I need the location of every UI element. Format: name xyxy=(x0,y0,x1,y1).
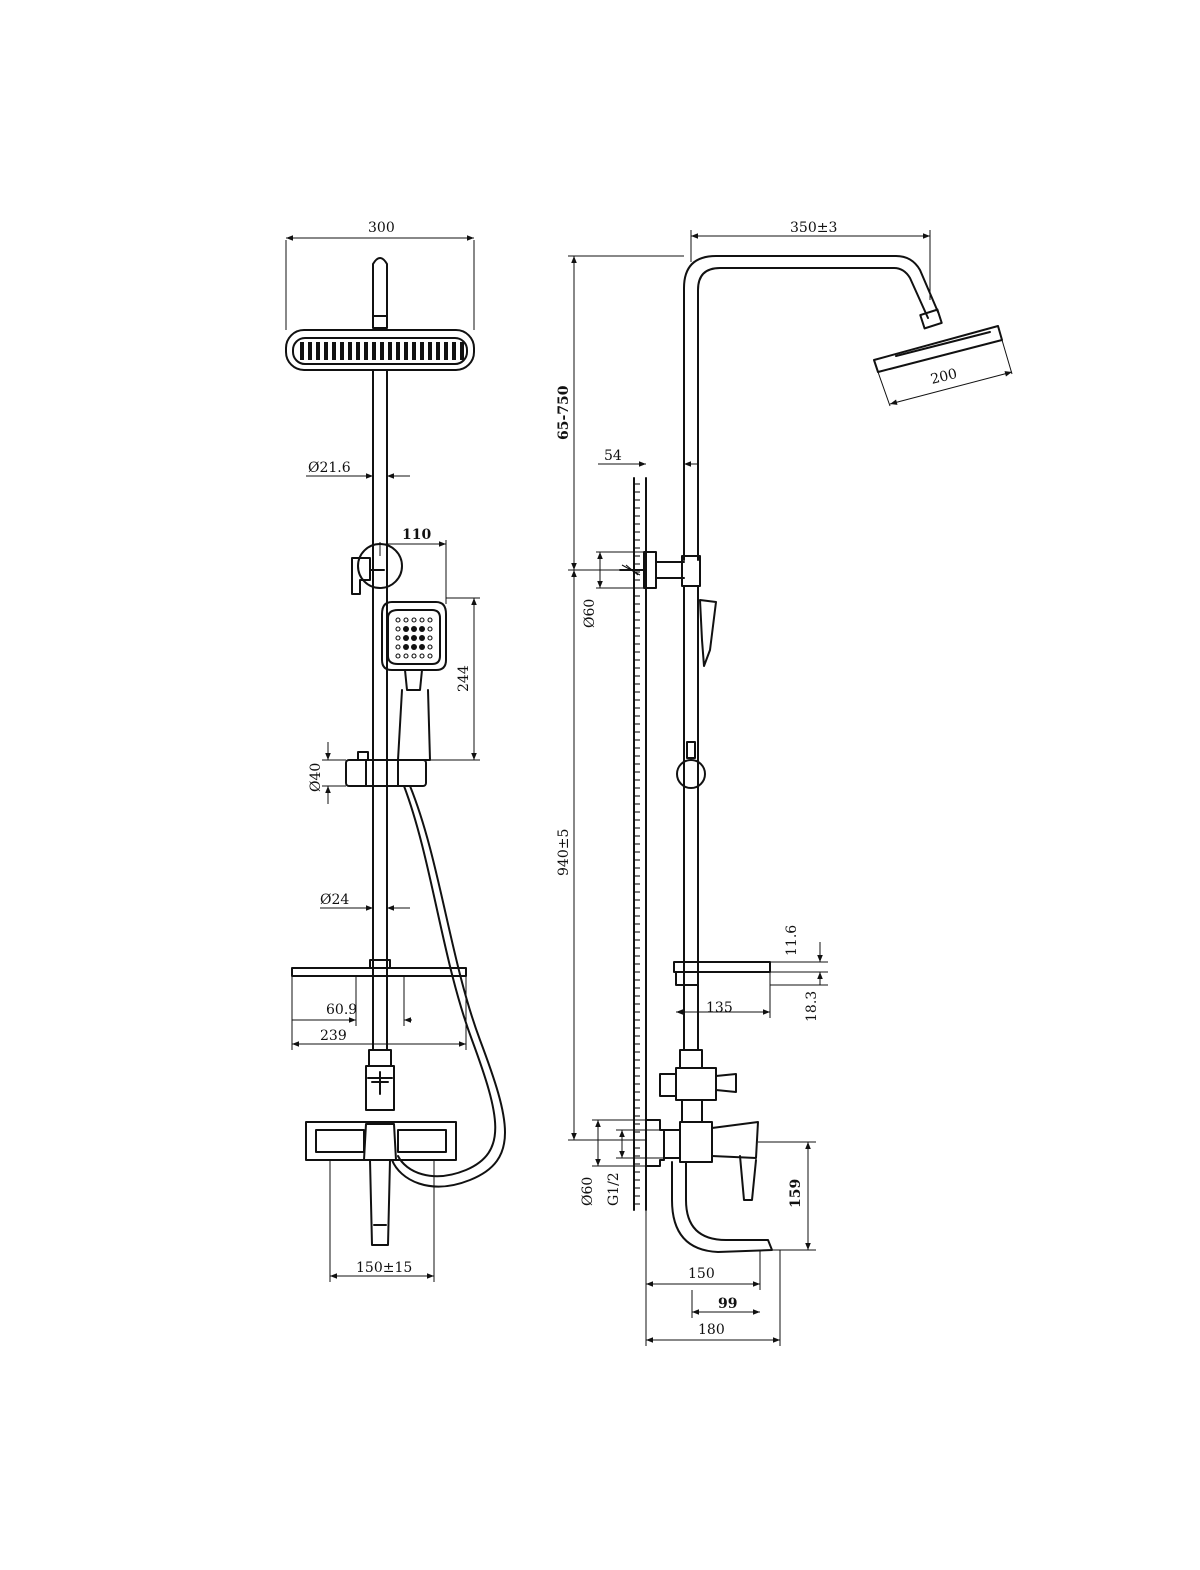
rail-top xyxy=(372,257,388,326)
dim-flange-top: Ø60 xyxy=(582,599,598,628)
dimension-labels: 300 Ø21.6 110 244 Ø40 Ø24 60.9 239 150±1… xyxy=(308,220,959,1338)
hand-shower-side xyxy=(699,599,717,667)
shelf-front xyxy=(291,959,467,977)
dim-overhead-width: 300 xyxy=(368,220,395,236)
dim-shelf-inner: 60.9 xyxy=(326,1002,357,1018)
hand-shower-front xyxy=(381,601,447,761)
dim-rail-diameter: Ø21.6 xyxy=(308,460,351,476)
dim-spout-99: 99 xyxy=(718,1296,737,1312)
diverter-side xyxy=(659,1049,737,1123)
overhead-head-front xyxy=(285,329,475,371)
dim-head-diameter: 200 xyxy=(929,366,959,388)
dim-holder-offset: 110 xyxy=(402,527,431,543)
dimension-lines xyxy=(285,230,1013,1346)
front-view xyxy=(285,257,506,1246)
dim-shelf-thickness-top: 11.6 xyxy=(784,925,800,956)
hose xyxy=(391,785,506,1188)
upper-bracket-side xyxy=(619,551,701,589)
dim-spout-180: 180 xyxy=(698,1322,725,1338)
wall-hatch xyxy=(633,477,647,1211)
rail-connector xyxy=(372,315,388,329)
slider-holder xyxy=(345,751,427,787)
shelf-side xyxy=(673,961,771,986)
side-view xyxy=(619,255,1003,1253)
wall-bracket xyxy=(351,543,403,595)
dim-handshower-length: 244 xyxy=(456,665,472,692)
mixer-front xyxy=(305,1049,457,1246)
dim-wall-offset: 54 xyxy=(604,448,622,464)
overhead-head-side xyxy=(873,308,1003,373)
dim-shelf-thickness: 18.3 xyxy=(804,991,820,1022)
riser-pipe-side xyxy=(683,255,939,561)
mixer-side xyxy=(645,1119,773,1253)
dim-arm-reach: 350±3 xyxy=(790,220,837,236)
dim-thread: G1/2 xyxy=(606,1172,622,1206)
dim-flange-bottom: Ø60 xyxy=(580,1177,596,1206)
dim-shelf-width: 239 xyxy=(320,1028,347,1044)
riser-rail xyxy=(372,369,388,1051)
dim-height-adjust: 65-750 xyxy=(556,385,572,440)
dim-total-height: 940±5 xyxy=(556,829,572,876)
dim-pipe-diameter: Ø24 xyxy=(320,892,349,908)
dim-shelf-depth: 135 xyxy=(706,1000,733,1016)
dim-spout-150: 150 xyxy=(688,1266,715,1282)
dim-spout-height: 159 xyxy=(788,1179,804,1208)
slider-side xyxy=(676,759,706,789)
dim-slider-diameter: Ø40 xyxy=(308,763,324,792)
dim-mixer-spacing: 150±15 xyxy=(356,1260,412,1276)
